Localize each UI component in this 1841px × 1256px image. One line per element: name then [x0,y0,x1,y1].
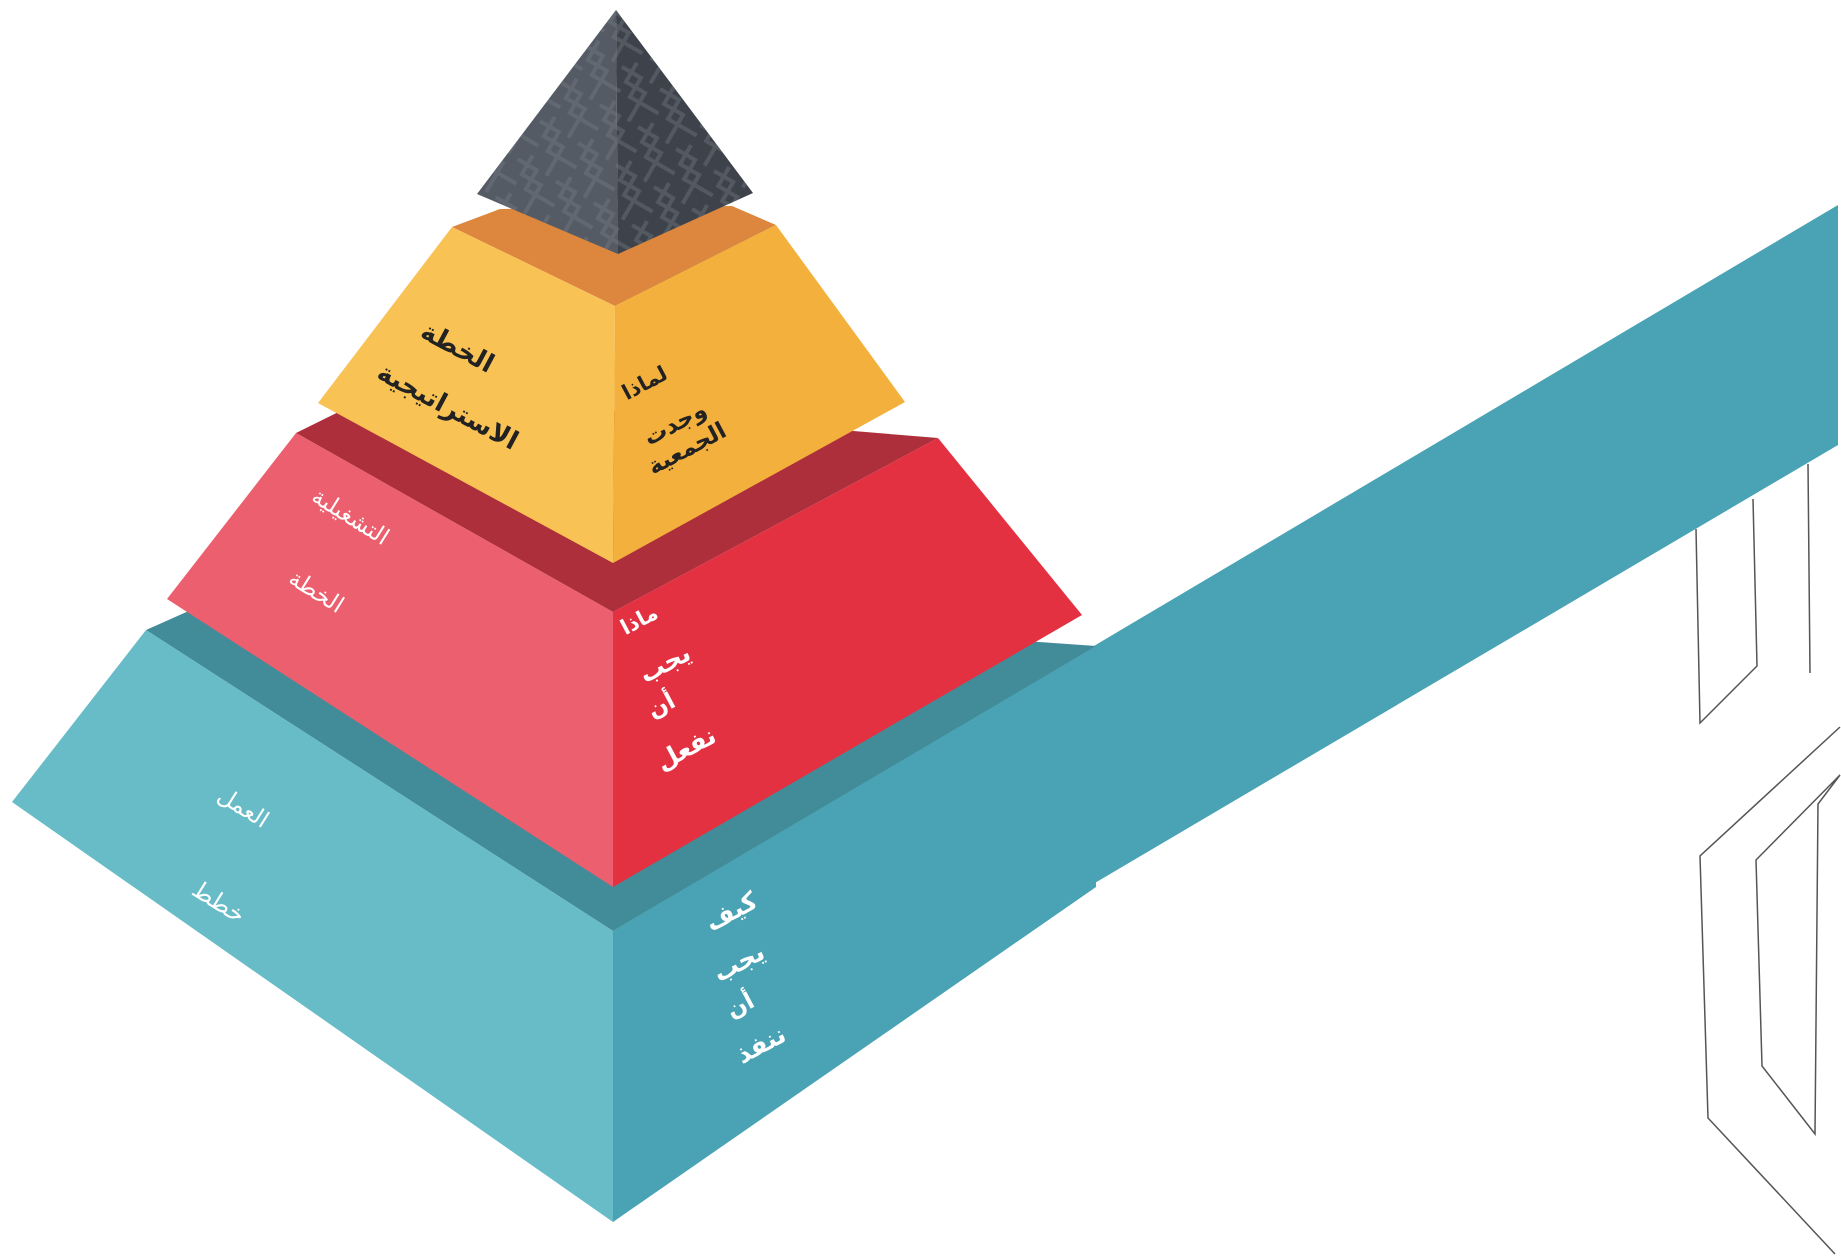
tier3-left-face [167,433,613,887]
apex [477,10,753,254]
apex-pattern [477,10,753,254]
tier4-right-face [613,646,1096,1222]
decorative-outline [1695,463,1841,1255]
tier2-right-face [613,225,905,563]
tier4-left-face [12,630,613,1222]
tier3-right-face [613,438,1082,887]
tier2-ledge [452,206,776,306]
tier-strategic-plan [318,206,905,563]
tier2-left-face [318,227,615,563]
